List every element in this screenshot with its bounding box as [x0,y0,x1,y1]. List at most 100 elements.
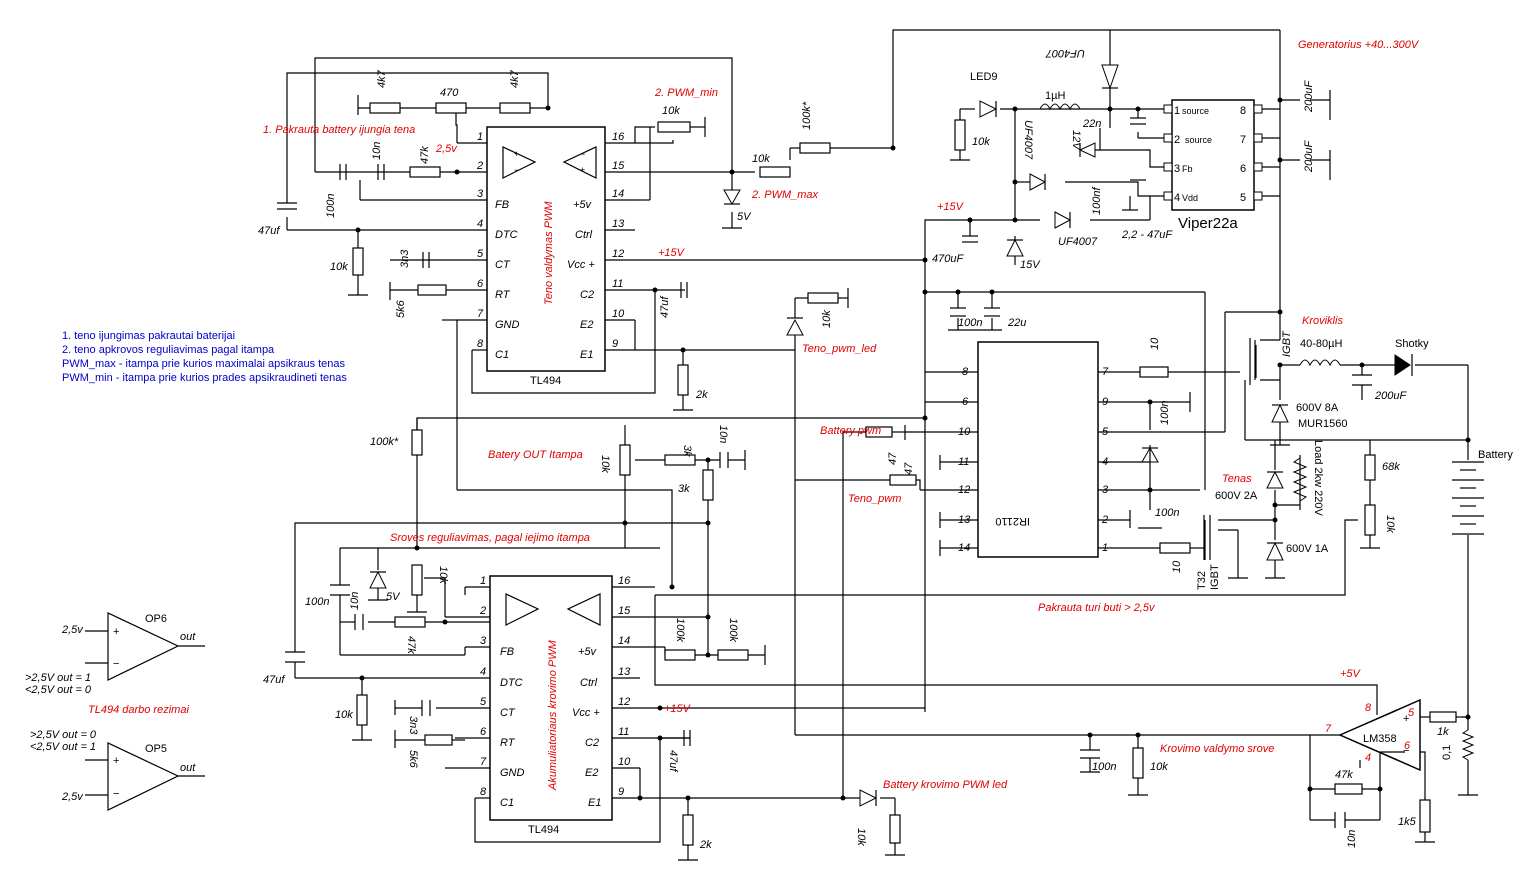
pot-10k-battery [1364,504,1376,536]
svg-text:7: 7 [1240,134,1246,146]
pot-10k-sroves [411,564,423,596]
pot-10k-top [657,121,691,133]
svg-text:LED9: LED9 [970,71,998,83]
lm358-components: 1k 1k5 47k 10n 100n 10k [1080,711,1457,848]
svg-text:3: 3 [480,635,487,647]
svg-text:1. teno ijungimas pakrautai ba: 1. teno ijungimas pakrautai baterijai [62,330,235,342]
svg-text:100k: 100k [674,618,686,642]
led-battery-icon [859,789,878,807]
ir2110-body [977,341,1099,558]
svg-text:<2,5V out = 0: <2,5V out = 0 [25,684,92,696]
svg-text:1: 1 [480,575,486,587]
svg-text:13: 13 [958,514,971,526]
svg-text:FB: FB [495,199,509,211]
svg-text:7: 7 [1325,723,1332,735]
svg-text:4: 4 [1174,192,1180,204]
resistor-10-ir [1139,366,1169,378]
bottom-wiring [294,417,925,861]
zener-12v [1078,142,1096,158]
resistor-100k-b [717,649,749,661]
resistor-4k7-a [369,102,401,114]
tl494-bottom: Akumuliatoriaus krovimo PWM TL494 1 2 3 … [445,575,925,836]
viper22a: Viper22a 1 source 2 source 3 Fb 4 Vdd 8 … [1163,99,1263,232]
svg-text:47uf: 47uf [263,674,285,686]
svg-text:C2: C2 [585,737,599,749]
svg-text:9: 9 [612,338,618,350]
svg-text:+: + [580,165,585,175]
svg-text:Ctrl: Ctrl [580,677,598,689]
tl494-top-body [486,126,606,372]
svg-text:2k: 2k [699,839,712,851]
svg-text:DTC: DTC [500,677,523,689]
svg-text:600V 2A: 600V 2A [1215,490,1258,502]
tl494-top-name: TL494 [530,375,561,387]
diode-ir2110 [1141,446,1159,463]
svg-text:4: 4 [1365,752,1371,764]
shotky-diode-icon [1394,354,1411,376]
lm358-wiring [654,480,1468,843]
svg-text:5: 5 [480,696,487,708]
svg-text:E1: E1 [580,349,593,361]
svg-text:E2: E2 [585,767,598,779]
svg-text:Pakrauta turi buti > 2,5v: Pakrauta turi buti > 2,5v [1038,602,1156,614]
svg-text:47k: 47k [1335,769,1353,781]
svg-text:100n: 100n [1159,401,1171,425]
tl494-top-left-pins: 1 2 3 4 5 6 7 8 FB DTC CT RT GND C1 [476,131,520,361]
svg-text:Vcc +: Vcc + [572,707,600,719]
junction-dots [355,97,1471,801]
resistor-68k [1364,454,1376,481]
svg-text:C1: C1 [500,797,514,809]
resistor-47k-top [409,166,441,178]
svg-text:200uF: 200uF [1303,80,1315,113]
svg-text:10k: 10k [972,136,990,148]
svg-text:OP6: OP6 [145,613,167,625]
svg-text:200uF: 200uF [1303,140,1315,173]
svg-text:Viper22a: Viper22a [1178,215,1238,232]
svg-text:47k: 47k [405,636,417,654]
resistor-2k-top [677,364,689,396]
svg-text:5: 5 [1408,707,1415,719]
svg-text:8: 8 [1365,702,1372,714]
resistor-47k-lm [1334,783,1363,795]
svg-text:8: 8 [962,366,969,378]
ir2110-components: 100n 22u 10 100n 100n 10 47 47 [865,307,1191,573]
svg-text:PWM_max - itampa prie kurios m: PWM_max - itampa prie kurios maximalai a… [62,358,346,370]
ir2110: IR2110 8 6 10 11 12 13 14 7 9 5 4 3 2 1 [905,341,1225,558]
svg-text:11: 11 [618,726,629,738]
svg-text:MUR1560: MUR1560 [1298,418,1348,430]
svg-text:Vcc +: Vcc + [567,259,595,271]
diode-viper-b [1029,173,1047,191]
svg-text:1k: 1k [1437,726,1449,738]
svg-text:5V: 5V [737,211,752,223]
svg-text:DTC: DTC [495,229,518,241]
svg-text:5: 5 [1102,426,1109,438]
bottom-components: 100k* 10k 3k 10n 3k 100n 10n 5V 10k 47k … [263,425,901,851]
svg-text:2,5v: 2,5v [61,791,84,803]
svg-text:10k: 10k [752,153,770,165]
svg-text:47uf: 47uf [667,750,679,772]
diode-uf4007-c [1054,211,1072,229]
kroviklis-components: IGBT 40-80µH Shotky 200uF 600V 8A MUR156… [1196,330,1429,590]
svg-text:15V: 15V [1020,259,1041,271]
svg-text:100n: 100n [305,596,329,608]
svg-text:1k5: 1k5 [1398,816,1417,828]
svg-text:16: 16 [618,575,631,587]
diode-600v2a [1266,470,1284,489]
svg-text:FB: FB [500,646,514,658]
svg-text:−: − [113,658,119,670]
svg-text:3k: 3k [678,483,690,495]
svg-text:15: 15 [612,160,625,172]
svg-text:10: 10 [1171,560,1183,573]
svg-text:3k: 3k [681,445,693,457]
svg-text:2,5v: 2,5v [435,143,458,155]
viper-components: LED9 10k UF4007 1µH UF4007 22n 12V 100nf… [932,47,1315,271]
svg-text:+5v: +5v [573,199,593,211]
svg-text:UF4007: UF4007 [1058,236,1098,248]
svg-text:9: 9 [1102,396,1108,408]
resistor-470 [435,102,467,114]
svg-text:3: 3 [1174,163,1180,175]
svg-text:4: 4 [477,218,483,230]
svg-text:TL494: TL494 [528,824,559,836]
svg-text:5: 5 [1240,192,1246,204]
top-wiring [286,29,1280,490]
